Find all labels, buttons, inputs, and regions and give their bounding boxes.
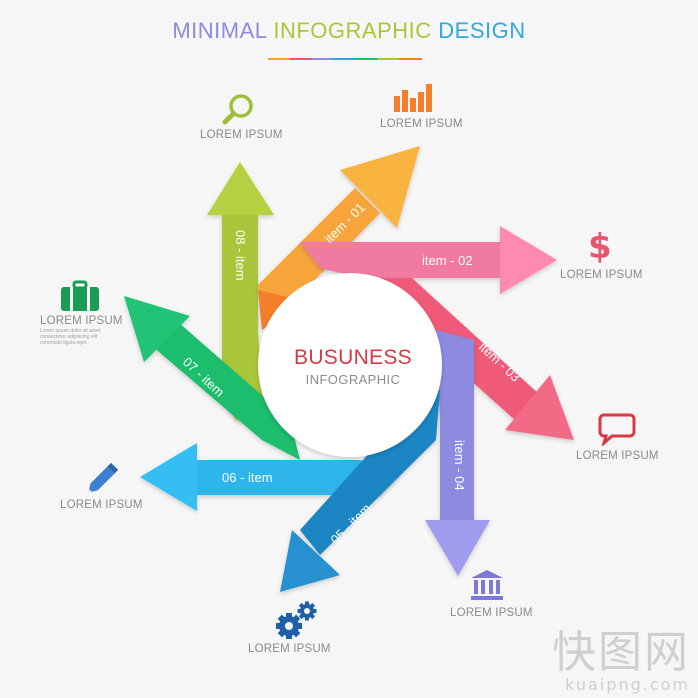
briefcase-note: Lorem ipsum dolor sit amet consectetur a…	[40, 328, 101, 346]
briefcase-icon	[61, 280, 99, 311]
title-part-minimal: MINIMAL	[172, 18, 267, 43]
arrow-06-head	[140, 443, 197, 511]
arrow-07	[124, 296, 300, 460]
arrow-08-label: 08 - item	[233, 230, 248, 281]
title-underline	[268, 58, 422, 60]
title-part-infographic: INFOGRAPHIC	[273, 18, 432, 43]
arrow-01-head	[340, 146, 420, 228]
dollar-icon: $	[588, 228, 612, 264]
arrow-07-head	[124, 296, 190, 362]
center-circle	[258, 273, 442, 457]
arrow-02-body	[300, 242, 500, 278]
arrow-04-label: item - 04	[452, 440, 467, 491]
bar-chart-icon	[394, 84, 432, 112]
arrow-08-head	[207, 162, 274, 215]
caption-02: LOREM IPSUM	[560, 269, 643, 281]
caption-04: LOREM IPSUM	[450, 607, 533, 619]
caption-08: LOREM IPSUM	[200, 129, 283, 141]
speech-bubble-icon	[598, 413, 636, 446]
arrow-04-head	[425, 520, 490, 576]
center-title: BUSUNESS	[294, 346, 412, 369]
arrow-02-head	[500, 226, 557, 294]
arrow-08	[207, 162, 274, 420]
center-subtitle: INFOGRAPHIC	[305, 372, 401, 387]
arrow-02	[300, 226, 557, 294]
arrow-02-label: item - 02	[422, 253, 473, 268]
caption-03: LOREM IPSUM	[576, 450, 659, 462]
page-title: MINIMAL INFOGRAPHIC DESIGN	[0, 18, 698, 44]
arrow-08-body	[222, 215, 264, 420]
arrow-04	[425, 330, 490, 576]
arrow-04-body	[436, 330, 474, 522]
watermark-logo: 快图网	[552, 627, 690, 678]
pencil-icon	[88, 462, 119, 493]
arrow-03-head	[505, 375, 574, 440]
gears-icon	[276, 601, 317, 639]
watermark: 快图网 kuaipng.com	[552, 630, 690, 694]
watermark-site: kuaipng.com	[565, 675, 690, 694]
arrow-07-body	[145, 315, 300, 460]
svg-text:$: $	[588, 228, 612, 264]
arrow-06-label: 06 - item	[222, 470, 273, 485]
caption-01: LOREM IPSUM	[380, 118, 463, 130]
bank-icon	[471, 570, 503, 600]
caption-05: LOREM IPSUM	[248, 643, 331, 655]
search-icon	[222, 94, 253, 125]
caption-06: LOREM IPSUM	[60, 499, 143, 511]
title-part-design: DESIGN	[438, 18, 526, 43]
caption-07: LOREM IPSUM	[40, 315, 123, 327]
arrow-05-head	[280, 530, 340, 592]
